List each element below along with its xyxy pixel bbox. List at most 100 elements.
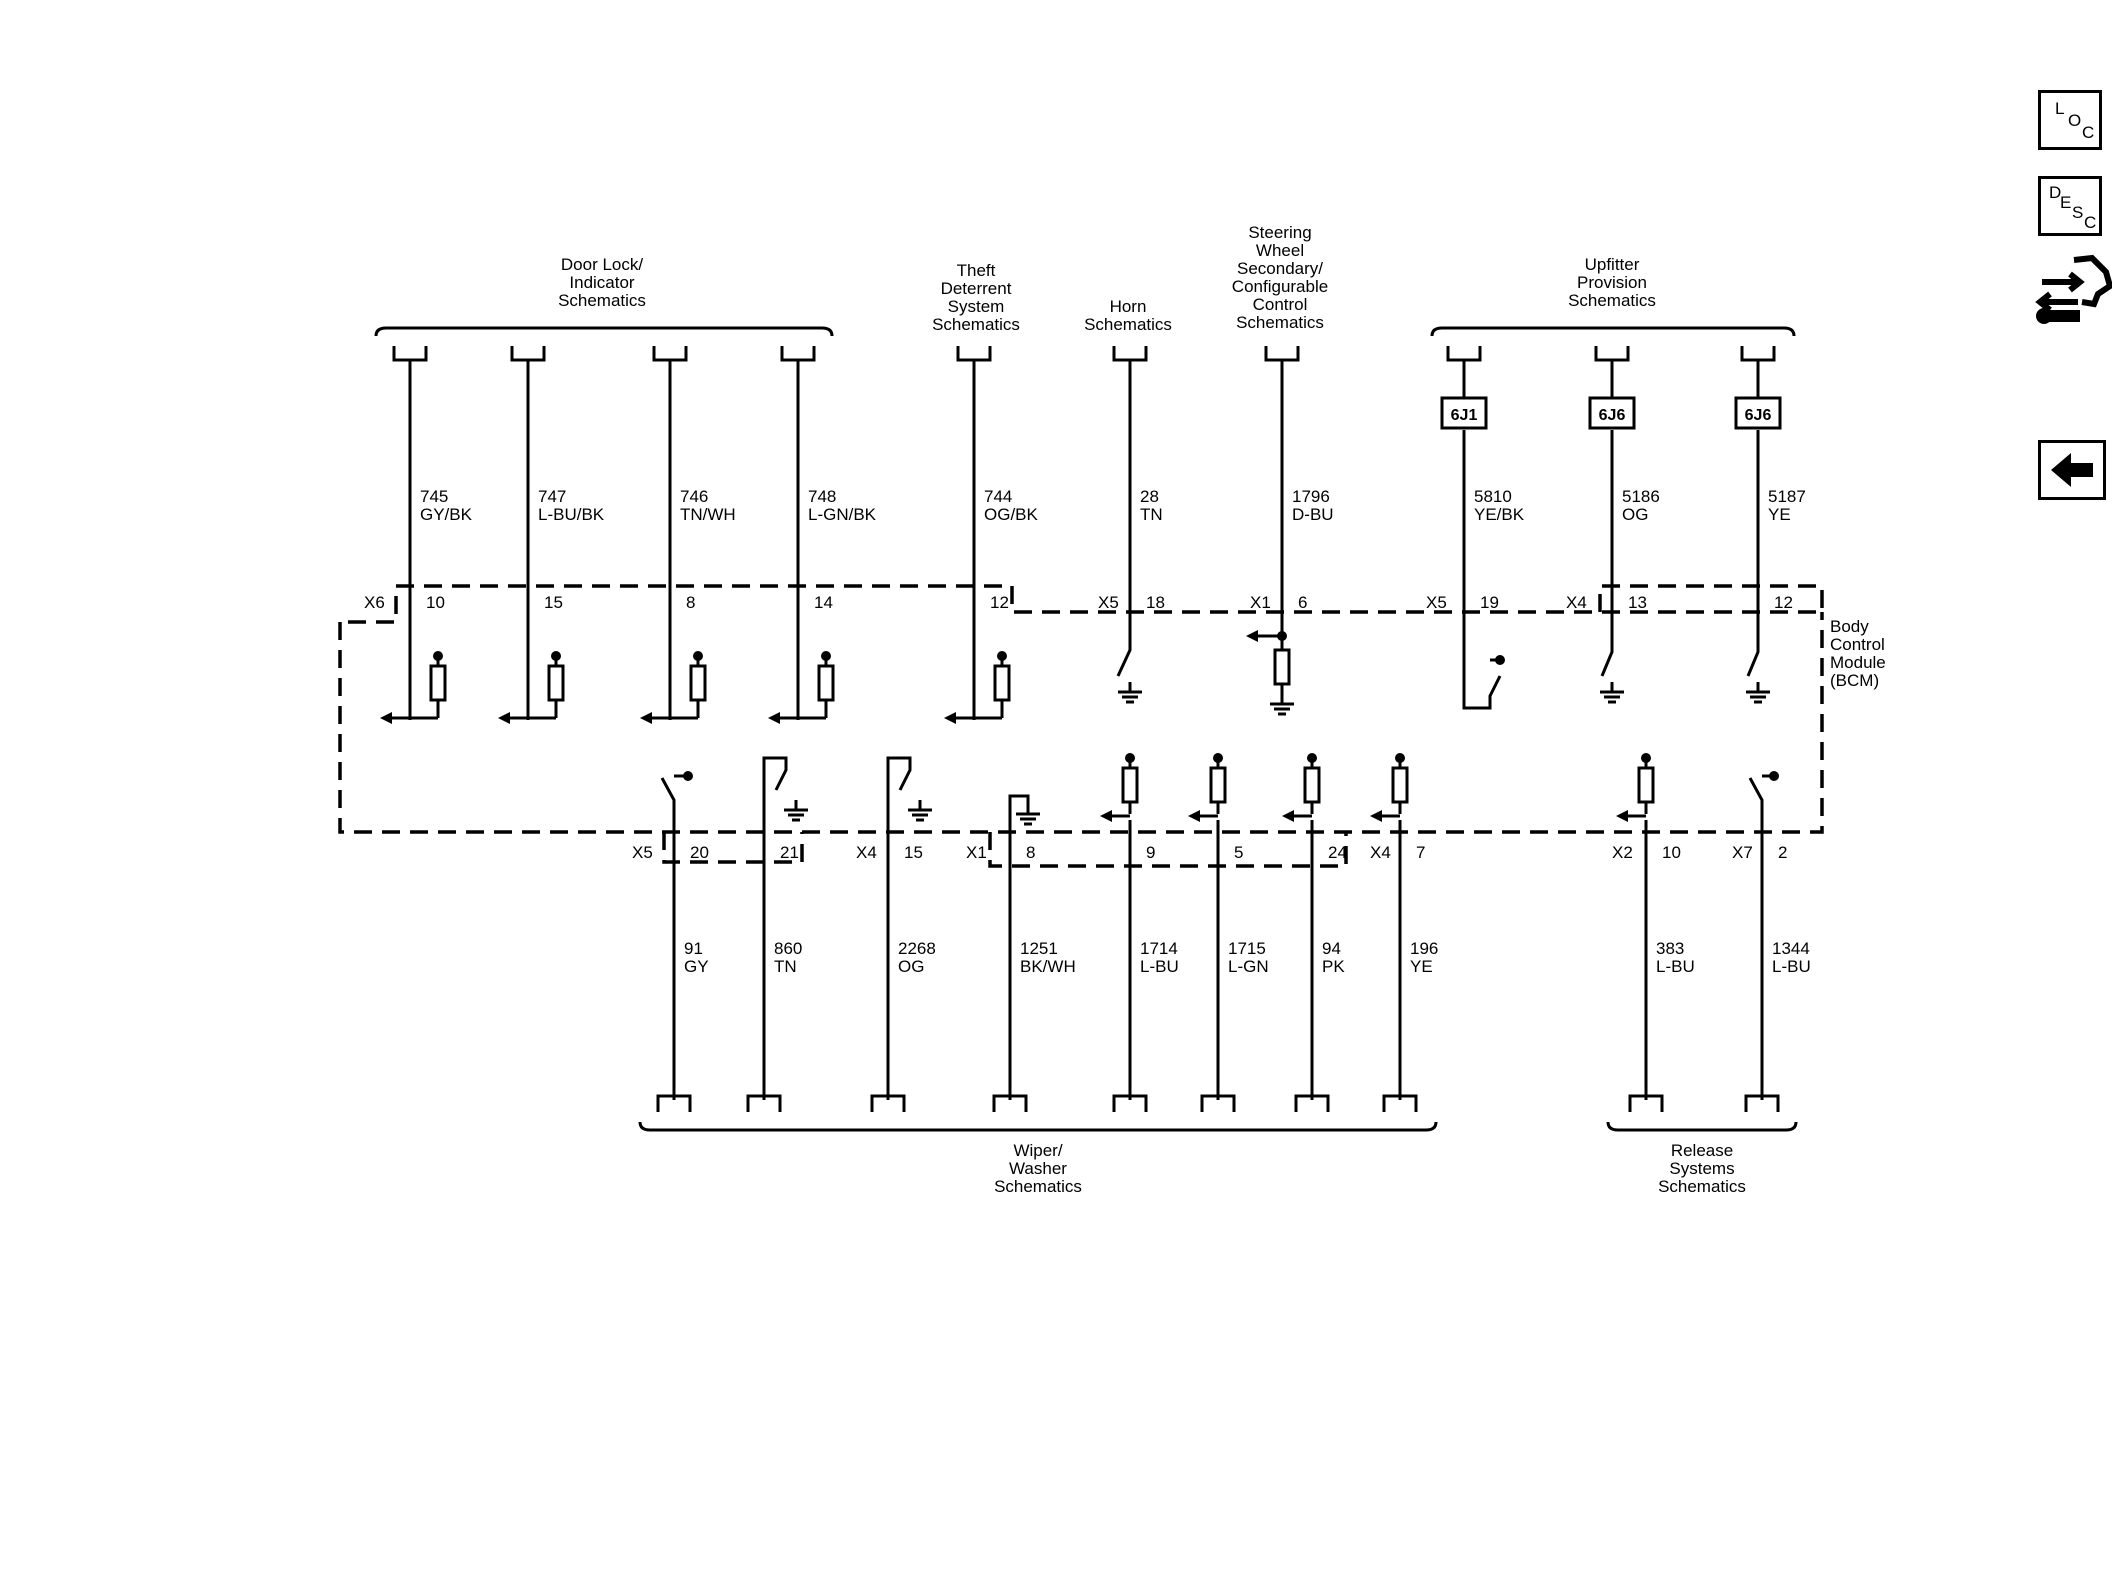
arrowhead xyxy=(1188,810,1200,822)
switch xyxy=(660,774,688,820)
connector-label: X5 xyxy=(1426,593,1447,612)
bottom-pin-number: 8 xyxy=(1026,843,1035,862)
upfitter-header: Schematics xyxy=(1568,291,1656,310)
bottom-wire-color: BK/WH xyxy=(1020,957,1076,976)
bottom-wire-color: PK xyxy=(1322,957,1345,976)
fuse-label: 6J6 xyxy=(1745,407,1772,424)
arrowhead xyxy=(1246,630,1258,642)
resistor xyxy=(689,664,707,702)
bottom-wire-circuit: 1251 xyxy=(1020,939,1058,958)
bottom-pin-number: 10 xyxy=(1662,843,1681,862)
loc-letter-l: L xyxy=(2055,99,2065,118)
bottom-wire-circuit: 1344 xyxy=(1772,939,1810,958)
bottom-wire-circuit: 383 xyxy=(1656,939,1684,958)
top-pin-number: 12 xyxy=(1774,593,1793,612)
bottom-wire-color: TN xyxy=(774,957,797,976)
connector-x6-outline xyxy=(340,596,398,624)
horn-header: Horn xyxy=(1110,297,1147,316)
ground-wire xyxy=(1008,794,1030,820)
terminal xyxy=(956,346,992,362)
top-wire-color: D-BU xyxy=(1292,505,1334,524)
node-dot xyxy=(1769,771,1779,781)
bottom-wire-circuit: 1714 xyxy=(1140,939,1178,958)
connector-label: X2 xyxy=(1612,843,1633,862)
resistor xyxy=(1121,766,1139,804)
top-wire-circuit: 744 xyxy=(984,487,1012,506)
connector-label: X1 xyxy=(1250,593,1271,612)
bottom-pin-number: 21 xyxy=(780,843,799,862)
desc-button[interactable]: D E S C xyxy=(2038,176,2102,236)
top-wire-circuit: 5810 xyxy=(1474,487,1512,506)
top-wire-circuit: 5187 xyxy=(1768,487,1806,506)
terminal xyxy=(510,346,546,362)
terminal xyxy=(1446,346,1482,362)
top-wire-color: L-GN/BK xyxy=(808,505,877,524)
resistor xyxy=(547,664,565,702)
resistor xyxy=(1303,766,1321,804)
bcm-dashed-outline xyxy=(338,612,1824,834)
steering-header: Secondary/ xyxy=(1237,259,1323,278)
bcm-label: Body xyxy=(1830,617,1869,636)
top-pin-number: 10 xyxy=(426,593,445,612)
desc-letter-e: E xyxy=(2060,193,2072,212)
resistor xyxy=(817,664,835,702)
switch xyxy=(1600,640,1614,677)
wiper-header: Washer xyxy=(1009,1159,1067,1178)
desc-letter-c: C xyxy=(2084,213,2097,232)
fuse-box xyxy=(1588,396,1636,430)
theft-header: System xyxy=(948,297,1005,316)
connector-x6-outline xyxy=(396,584,1822,614)
top-wire-circuit: 748 xyxy=(808,487,836,506)
terminal xyxy=(1200,1094,1236,1112)
connector-x1-outline xyxy=(988,832,1348,868)
wiper-header: Wiper/ xyxy=(1013,1141,1062,1160)
connector-label: X4 xyxy=(1370,843,1391,862)
top-wire-color: GY/BK xyxy=(420,505,473,524)
terminal xyxy=(392,346,428,362)
top-wire-color: L-BU/BK xyxy=(538,505,605,524)
top-wire-circuit: 745 xyxy=(420,487,448,506)
terminal xyxy=(870,1094,906,1112)
back-button[interactable] xyxy=(2038,440,2106,500)
connector-label: X4 xyxy=(1566,593,1587,612)
steering-header: Configurable xyxy=(1232,277,1328,296)
connector-label: X6 xyxy=(364,593,385,612)
connector-label: X1 xyxy=(966,843,987,862)
arrowhead xyxy=(498,712,510,724)
release-header: Release xyxy=(1671,1141,1733,1160)
terminal xyxy=(1744,1094,1780,1112)
upfitter-header: Upfitter xyxy=(1585,255,1640,274)
arrowhead xyxy=(768,712,780,724)
theft-header: Theft xyxy=(957,261,996,280)
bottom-wire-color: YE xyxy=(1410,957,1433,976)
desc-letter-s: S xyxy=(2072,203,2084,222)
top-pin-number: 19 xyxy=(1480,593,1499,612)
connector-label: X5 xyxy=(1098,593,1119,612)
bcm-label: (BCM) xyxy=(1830,671,1879,690)
door-lock-header: Door Lock/ xyxy=(561,255,643,274)
bottom-wire-circuit: 94 xyxy=(1322,939,1341,958)
top-wire-color: TN/WH xyxy=(680,505,736,524)
top-wire-circuit: 5186 xyxy=(1622,487,1660,506)
door-lock-header: Indicator xyxy=(569,273,635,292)
top-wire-color: YE/BK xyxy=(1474,505,1525,524)
bottom-pin-number: 15 xyxy=(904,843,923,862)
terminal xyxy=(746,1094,782,1112)
release-header: Schematics xyxy=(1658,1177,1746,1196)
desc-letter-d: D xyxy=(2049,183,2062,202)
steering-header: Control xyxy=(1253,295,1308,314)
arrowhead xyxy=(1370,810,1382,822)
switch xyxy=(1748,774,1774,820)
fuse-label: 6J1 xyxy=(1451,407,1478,424)
top-wire-circuit: 747 xyxy=(538,487,566,506)
resistor xyxy=(993,664,1011,702)
bottom-wire-circuit: 2268 xyxy=(898,939,936,958)
resistor xyxy=(1273,648,1291,686)
bottom-wire-color: L-BU xyxy=(1772,957,1811,976)
resistor xyxy=(1391,766,1409,804)
release-brace xyxy=(1606,1121,1798,1132)
terminal xyxy=(1382,1094,1418,1112)
network-wrench-icon[interactable] xyxy=(2034,252,2114,332)
loc-button[interactable]: L O C xyxy=(2038,90,2102,150)
